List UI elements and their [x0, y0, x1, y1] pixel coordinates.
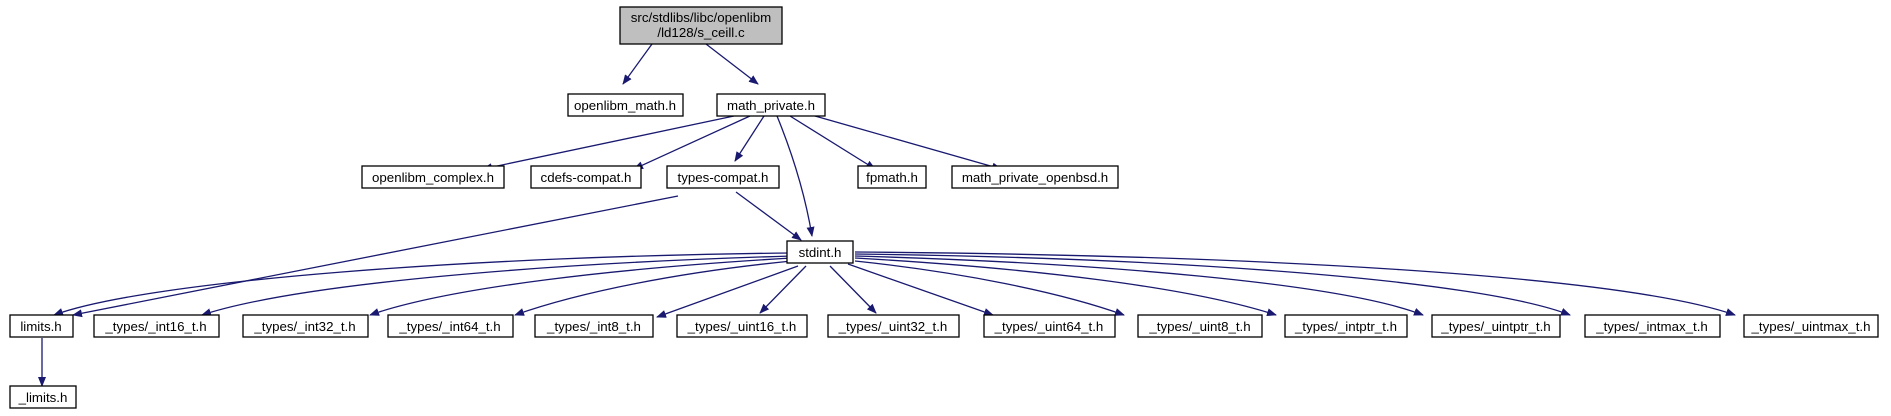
node-math-private-openbsd-label: math_private_openbsd.h [962, 170, 1108, 185]
node-intptr-t-h[interactable]: _types/_intptr_t.h [1284, 314, 1408, 338]
node-root-s-ceill-c[interactable]: src/stdlibs/libc/openlibm /ld128/s_ceill… [619, 6, 783, 45]
edge-stdint-to-uint32 [829, 265, 877, 314]
edge-math-private-to-stdint [776, 115, 815, 237]
node-int32-t-h[interactable]: _types/_int32_t.h [242, 314, 369, 338]
node-uintmax-t-label: _types/_uintmax_t.h [1750, 319, 1870, 334]
node-cdefs-compat-h[interactable]: cdefs-compat.h [530, 165, 642, 189]
edge-math-private-to-cdefs-compat [633, 115, 751, 170]
nodes: src/stdlibs/libc/openlibm /ld128/s_ceill… [9, 6, 1879, 409]
node-int8-t-label: _types/_int8_t.h [546, 319, 641, 334]
node-types-compat-h[interactable]: types-compat.h [666, 165, 780, 189]
edge-stdint-to-int32 [369, 257, 793, 316]
node-int16-t-label: _types/_int16_t.h [104, 319, 206, 334]
edge-root-to-openlibm-math [622, 43, 653, 85]
node-fpmath-h[interactable]: fpmath.h [857, 165, 927, 189]
node-math-private-h[interactable]: math_private.h [716, 93, 826, 117]
edge-stdint-to-limits [53, 252, 793, 316]
node-uintptr-t-h[interactable]: _types/_uintptr_t.h [1431, 314, 1561, 338]
edge-math-private-to-openlibm-complex [482, 115, 735, 172]
node-openlibm-math-h[interactable]: openlibm_math.h [567, 93, 684, 117]
node-limits-h[interactable]: limits.h [9, 314, 74, 338]
node-int16-t-h[interactable]: _types/_int16_t.h [93, 314, 220, 338]
edge-stdint-to-intptr [854, 257, 1277, 317]
edge-stdint-to-uint64 [847, 263, 994, 316]
edge-math-private-to-math-private-openbsd [814, 115, 1002, 171]
node-uint8-t-h[interactable]: _types/_uint8_t.h [1137, 314, 1263, 338]
node-math-private-openbsd-h[interactable]: math_private_openbsd.h [951, 165, 1119, 189]
node-uint64-t-h[interactable]: _types/_uint64_t.h [983, 314, 1116, 338]
node-math-private-label: math_private.h [727, 98, 815, 113]
node-uint32-t-h[interactable]: _types/_uint32_t.h [827, 314, 960, 338]
edge-types-compat-to-stdint [735, 191, 802, 241]
node-uint16-t-label: _types/_uint16_t.h [687, 319, 797, 334]
node-intmax-t-label: _types/_intmax_t.h [1595, 319, 1708, 334]
edge-stdint-to-uint16 [759, 265, 807, 314]
node-int8-t-h[interactable]: _types/_int8_t.h [534, 314, 654, 338]
node-uint64-t-label: _types/_uint64_t.h [994, 319, 1104, 334]
edge-stdint-to-uint8 [854, 260, 1125, 316]
edge-math-private-to-fpmath [789, 115, 876, 170]
node-intmax-t-h[interactable]: _types/_intmax_t.h [1584, 314, 1721, 338]
node-intptr-t-label: _types/_intptr_t.h [1294, 319, 1397, 334]
node-limits-label: limits.h [20, 319, 61, 334]
node-stdint-label: stdint.h [799, 245, 842, 260]
edge-stdint-to-uintmax [854, 251, 1736, 316]
node-cdefs-compat-label: cdefs-compat.h [541, 170, 632, 185]
node-int64-t-label: _types/_int64_t.h [398, 319, 500, 334]
edges [38, 43, 1736, 387]
edge-types-compat-to-limits [72, 195, 679, 318]
node-openlibm-complex-label: openlibm_complex.h [372, 170, 494, 185]
node-openlibm-complex-h[interactable]: openlibm_complex.h [361, 165, 505, 189]
node-uint16-t-h[interactable]: _types/_uint16_t.h [676, 314, 808, 338]
node-fpmath-label: fpmath.h [866, 170, 918, 185]
node-uint8-t-label: _types/_uint8_t.h [1148, 319, 1250, 334]
edge-root-to-math-private [705, 43, 759, 85]
node-underscore-limits-label: _limits.h [18, 390, 68, 405]
node-stdint-h[interactable]: stdint.h [786, 240, 854, 264]
node-openlibm-math-label: openlibm_math.h [574, 98, 676, 113]
edge-stdint-to-intmax [854, 253, 1571, 316]
node-types-compat-label: types-compat.h [678, 170, 769, 185]
node-int32-t-label: _types/_int32_t.h [253, 319, 355, 334]
node-uintmax-t-h[interactable]: _types/_uintmax_t.h [1743, 314, 1879, 338]
node-uintptr-t-label: _types/_uintptr_t.h [1440, 319, 1550, 334]
node-root-label-line2: /ld128/s_ceill.c [657, 25, 745, 40]
node-root-label-line1: src/stdlibs/libc/openlibm [631, 10, 771, 25]
node-underscore-limits-h[interactable]: _limits.h [9, 385, 77, 409]
edge-stdint-to-uintptr [854, 255, 1424, 316]
edge-math-private-to-types-compat [734, 115, 765, 162]
node-uint32-t-label: _types/_uint32_t.h [838, 319, 948, 334]
edge-stdint-to-int8 [656, 265, 799, 318]
node-int64-t-h[interactable]: _types/_int64_t.h [387, 314, 514, 338]
edge-stdint-to-int16 [201, 255, 793, 317]
edge-stdint-to-int64 [514, 260, 793, 316]
